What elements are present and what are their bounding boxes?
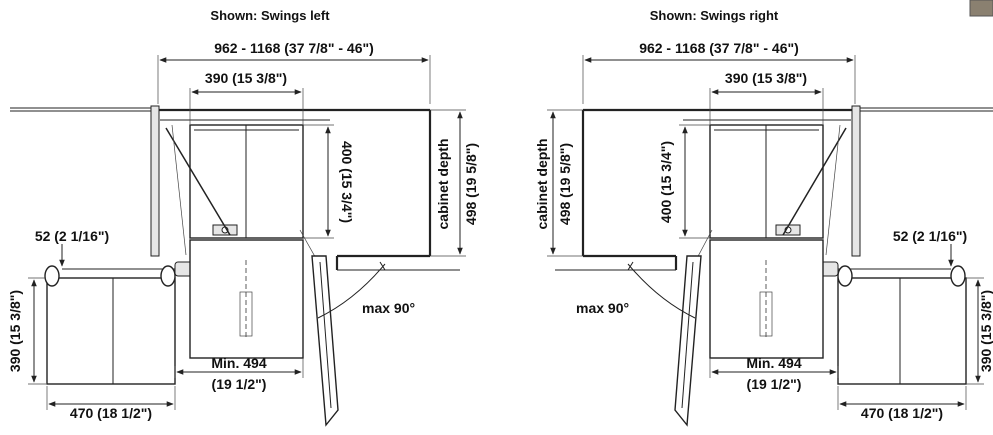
right-dim-height-400: 400 (15 3/4") — [658, 124, 710, 239]
left-door — [311, 255, 386, 427]
right-dim-offset-52: 52 (2 1/16") — [893, 228, 967, 267]
left-lower-basket — [44, 239, 304, 385]
left-min-494-label: Min. 494 — [211, 355, 266, 371]
left-dim-offset-52: 52 (2 1/16") — [35, 228, 109, 267]
right-door — [627, 255, 702, 427]
right-offset-52-label: 52 (2 1/16") — [893, 228, 967, 244]
left-max-angle-label: max 90° — [362, 300, 415, 316]
right-panel: 962 - 1168 (37 7/8" - 46") 390 (15 3/8")… — [534, 0, 993, 427]
left-min-494-value: (19 1/2") — [212, 376, 267, 392]
left-offset-52-label: 52 (2 1/16") — [35, 228, 109, 244]
right-cabinet-depth-label: cabinet depth — [534, 138, 550, 229]
right-dim-cabinet-depth: cabinet depth 498 (19 5/8") — [534, 109, 583, 257]
right-title: Shown: Swings right — [650, 8, 779, 23]
right-cabinet-outline — [555, 105, 861, 271]
left-cabinet-depth-value: 498 (19 5/8") — [463, 143, 479, 225]
left-dim-cabinet-depth: cabinet depth 498 (19 5/8") — [430, 109, 479, 257]
left-dim-height-390: 390 (15 3/8") — [7, 277, 46, 385]
right-max-angle-label: max 90° — [576, 300, 629, 316]
left-height-390-label: 390 (15 3/8") — [7, 290, 23, 372]
right-top-width-label: 390 (15 3/8") — [725, 70, 807, 86]
left-dim-height-400: 400 (15 3/4") — [303, 124, 355, 239]
right-min-494-value: (19 1/2") — [747, 376, 802, 392]
right-dim-width-470: 470 (18 1/2") — [837, 386, 967, 421]
right-min-494-label: Min. 494 — [746, 355, 801, 371]
right-dim-height-390: 390 (15 3/8") — [966, 277, 993, 385]
corner-tab — [969, 0, 993, 17]
right-width-470-label: 470 (18 1/2") — [861, 405, 943, 421]
right-height-400-label: 400 (15 3/4") — [658, 141, 674, 223]
right-width-range-label: 962 - 1168 (37 7/8" - 46") — [639, 40, 799, 56]
left-cabinet-outline — [150, 105, 460, 271]
left-wall — [10, 107, 158, 112]
right-dim-min-494: Min. 494 (19 1/2") — [709, 355, 839, 392]
left-width-range-label: 962 - 1168 (37 7/8" - 46") — [214, 40, 374, 56]
left-dim-top-width: 390 (15 3/8") — [189, 70, 304, 124]
right-lower-basket — [709, 239, 967, 385]
left-dim-min-494: Min. 494 (19 1/2") — [174, 355, 304, 392]
left-top-width-label: 390 (15 3/8") — [205, 70, 287, 86]
left-title: Shown: Swings left — [210, 8, 330, 23]
right-upper-basket — [694, 124, 847, 263]
left-panel: 962 - 1168 (37 7/8" - 46") 390 (15 3/8")… — [7, 8, 479, 427]
right-dim-width-range: 962 - 1168 (37 7/8" - 46") — [582, 40, 856, 104]
left-dim-width-range: 962 - 1168 (37 7/8" - 46") — [157, 40, 431, 104]
right-cabinet-depth-value: 498 (19 5/8") — [557, 143, 573, 225]
right-dim-top-width: 390 (15 3/8") — [709, 70, 824, 124]
left-cabinet-depth-label: cabinet depth — [435, 138, 451, 229]
right-height-390-label: 390 (15 3/8") — [978, 290, 993, 372]
left-dim-width-470: 470 (18 1/2") — [46, 386, 176, 421]
left-upper-basket — [165, 124, 319, 263]
left-width-470-label: 470 (18 1/2") — [70, 405, 152, 421]
right-wall — [852, 107, 993, 112]
left-height-400-label: 400 (15 3/4") — [339, 141, 355, 223]
